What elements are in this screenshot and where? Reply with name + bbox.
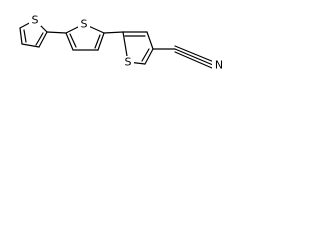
ring1-double-bond-c2-c3 [35,32,44,46]
inter-ring-bond-2-3 [103,31,124,34]
ring2-double-bond-c3-c2 [69,33,77,48]
nitrile-triple-bond-line-2 [174,48,214,66]
sulfur-label-ring2: S [78,18,90,31]
central-thiophene-ring [65,23,105,51]
nitrile-triple-bond-line-1 [174,45,215,63]
sulfur-label-ring3: S [122,56,134,69]
ring3-double-bond-c3-c2 [141,48,150,62]
ring1-bond-c3-c4 [21,43,40,48]
atom-labels: S S S N [29,14,226,72]
sulfur-atom-ring1: S [32,14,39,27]
molecule-diagram: S S S N [0,0,256,96]
nitrile-group [152,45,215,69]
ring3-bond-c4-c3 [146,31,154,50]
nitrogen-label: N [212,59,226,72]
ring1-double-bond-c4-c5 [23,29,27,43]
ring1-bond-c2-c3 [38,31,48,48]
sulfur-atom-ring3: S [125,56,132,69]
sulfur-label-ring1: S [29,14,41,27]
ring2-double-bond-c5-c4 [94,34,101,49]
ring3-bond-c3-c2 [144,48,154,65]
ring2-bond-c5-c4 [97,32,105,51]
nitrile-triple-bond-line-3 [174,51,213,69]
inter-ring-bond-1-2 [46,31,67,34]
ring2-bond-c3-c2 [65,32,74,51]
terminal-thiophene-ring [19,19,48,48]
sulfur-atom-ring2: S [81,18,88,31]
ring1-bond-c4-c5 [19,27,23,45]
nitrogen-atom: N [215,59,223,72]
